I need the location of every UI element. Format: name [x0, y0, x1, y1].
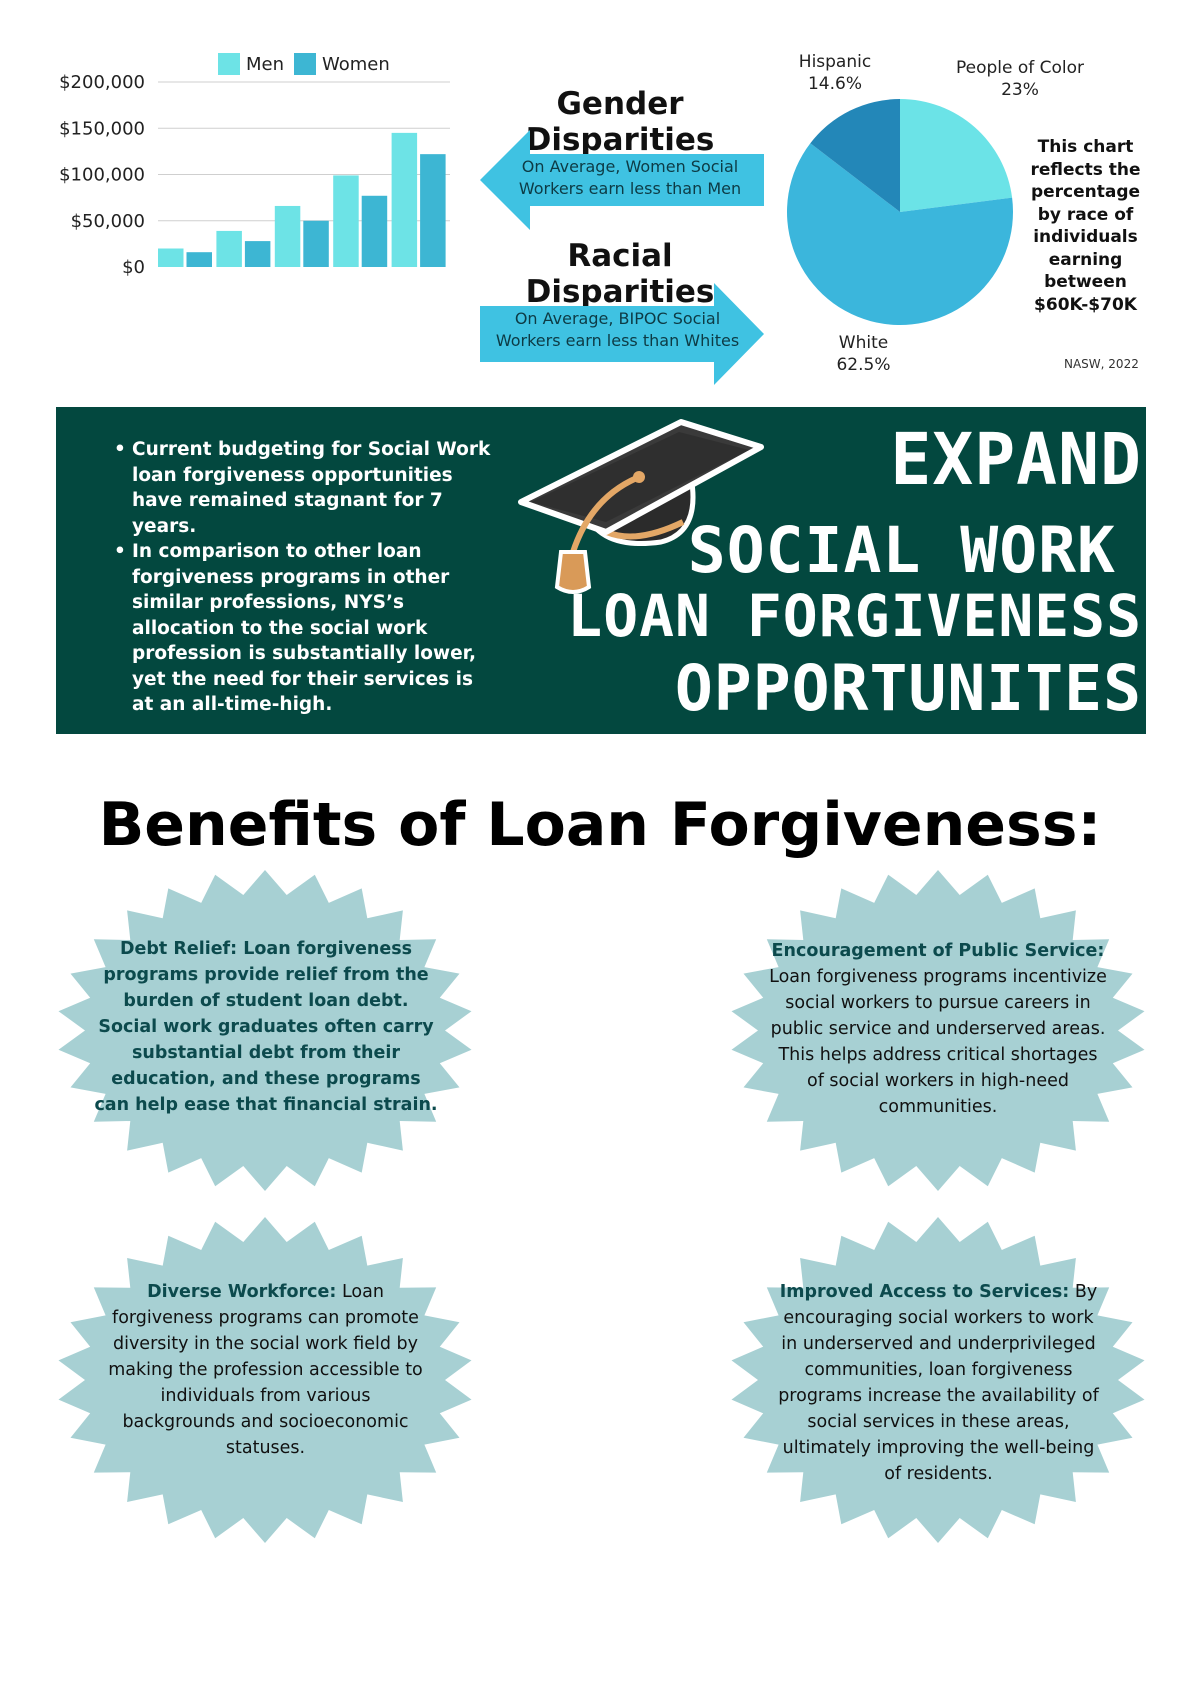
public-service-text: Encouragement of Public Service: Loan fo… [769, 941, 1107, 1117]
banner-headline-opportunities: OPPORTUNITES [674, 652, 1142, 725]
gender-disparity-text: On Average, Women Social Workers earn le… [518, 157, 742, 198]
banner-headline-social-work: SOCIAL WORK [687, 514, 1116, 587]
bar-men [216, 230, 242, 267]
banner-bullet-list: Current budgeting for Social Work loan f… [114, 437, 494, 718]
racial-disparity-text: On Average, BIPOC Social Workers earn le… [495, 309, 740, 350]
bar-men [158, 248, 184, 267]
pie-slice-hispanic [810, 99, 900, 212]
racial-disparities-title: Racial Disparities [525, 238, 715, 310]
legend-men: Men [218, 53, 284, 75]
banner-headline-loan-forgiveness: LOAN FORGIVENESS [567, 582, 1142, 650]
starburst-shape [58, 870, 472, 1191]
right-arrow-shape [480, 283, 764, 385]
pie-slice-people-of-color [900, 99, 1013, 212]
banner-bullet-budget: Current budgeting for Social Work loan f… [114, 437, 494, 539]
starburst-polygon [58, 870, 472, 1191]
bar-men [333, 175, 359, 267]
banner-headline-expand: EXPAND [890, 419, 1142, 502]
y-tick-label: $150,000 [59, 118, 145, 139]
bar-women [186, 252, 212, 267]
legend-women: Women [294, 53, 390, 75]
benefit-public-service: Encouragement of Public Service: Loan fo… [728, 868, 1148, 1193]
y-tick-label: $100,000 [59, 165, 145, 186]
pie-chart-note: This chart reflects the percentage by ra… [1030, 137, 1141, 315]
gender-disparities-title: Gender Disparities [525, 86, 715, 158]
expand-loan-forgiveness-banner: Current budgeting for Social Work loan f… [56, 407, 1146, 734]
y-tick-label: $0 [122, 257, 145, 278]
improved-access-text: Improved Access to Services: By encourag… [778, 1282, 1099, 1484]
y-tick-label: $50,000 [71, 211, 145, 232]
legend-swatch-men [218, 53, 240, 75]
bar-women [244, 241, 271, 267]
graduation-cap-icon [518, 419, 764, 594]
pie-slice-white [786, 143, 1013, 325]
starburst-polygon [731, 870, 1145, 1191]
y-tick-label: $200,000 [59, 72, 145, 93]
benefit-diverse-workforce: Diverse Workforce: Loan forgiveness prog… [55, 1215, 475, 1545]
source-citation: NASW, 2022 [1064, 357, 1139, 371]
legend-swatch-women [294, 53, 316, 75]
bar-men [274, 205, 301, 267]
left-arrow-shape [480, 130, 764, 230]
bar-chart-plot: $0 $50,000 $100,000 $150,000 $200,000 [59, 72, 450, 278]
benefit-improved-access: Improved Access to Services: By encourag… [728, 1215, 1148, 1545]
pie-label-white: White 62.5% [836, 333, 891, 375]
pie-label-people-of-color: People of Color 23% [955, 58, 1085, 100]
benefit-debt-relief: Debt Relief: Loan forgiveness programs p… [55, 868, 475, 1193]
diverse-workforce-text: Diverse Workforce: Loan forgiveness prog… [108, 1282, 423, 1458]
bar-men [391, 132, 418, 267]
pie-label-hispanic: Hispanic 14.6% [798, 52, 872, 94]
benefits-title: Benefits of Loan Forgiveness: [98, 790, 1102, 860]
starburst-shape [58, 1217, 472, 1543]
starburst-shape [731, 1217, 1145, 1543]
bar-women [420, 154, 446, 267]
bar-women [361, 195, 388, 267]
starburst-polygon [58, 1217, 472, 1543]
gender-salary-bar-chart: Men Women $0 $50,000 $100,000 $150,000 $200,… [50, 45, 460, 285]
starburst-shape [731, 870, 1145, 1191]
banner-bullet-comparison: In comparison to other loan forgiveness … [114, 539, 494, 718]
race-pie-chart [786, 99, 1013, 325]
debt-relief-text: Debt Relief: Loan forgiveness programs p… [94, 939, 438, 1115]
starburst-polygon [731, 1217, 1145, 1543]
bar-women [303, 220, 329, 267]
